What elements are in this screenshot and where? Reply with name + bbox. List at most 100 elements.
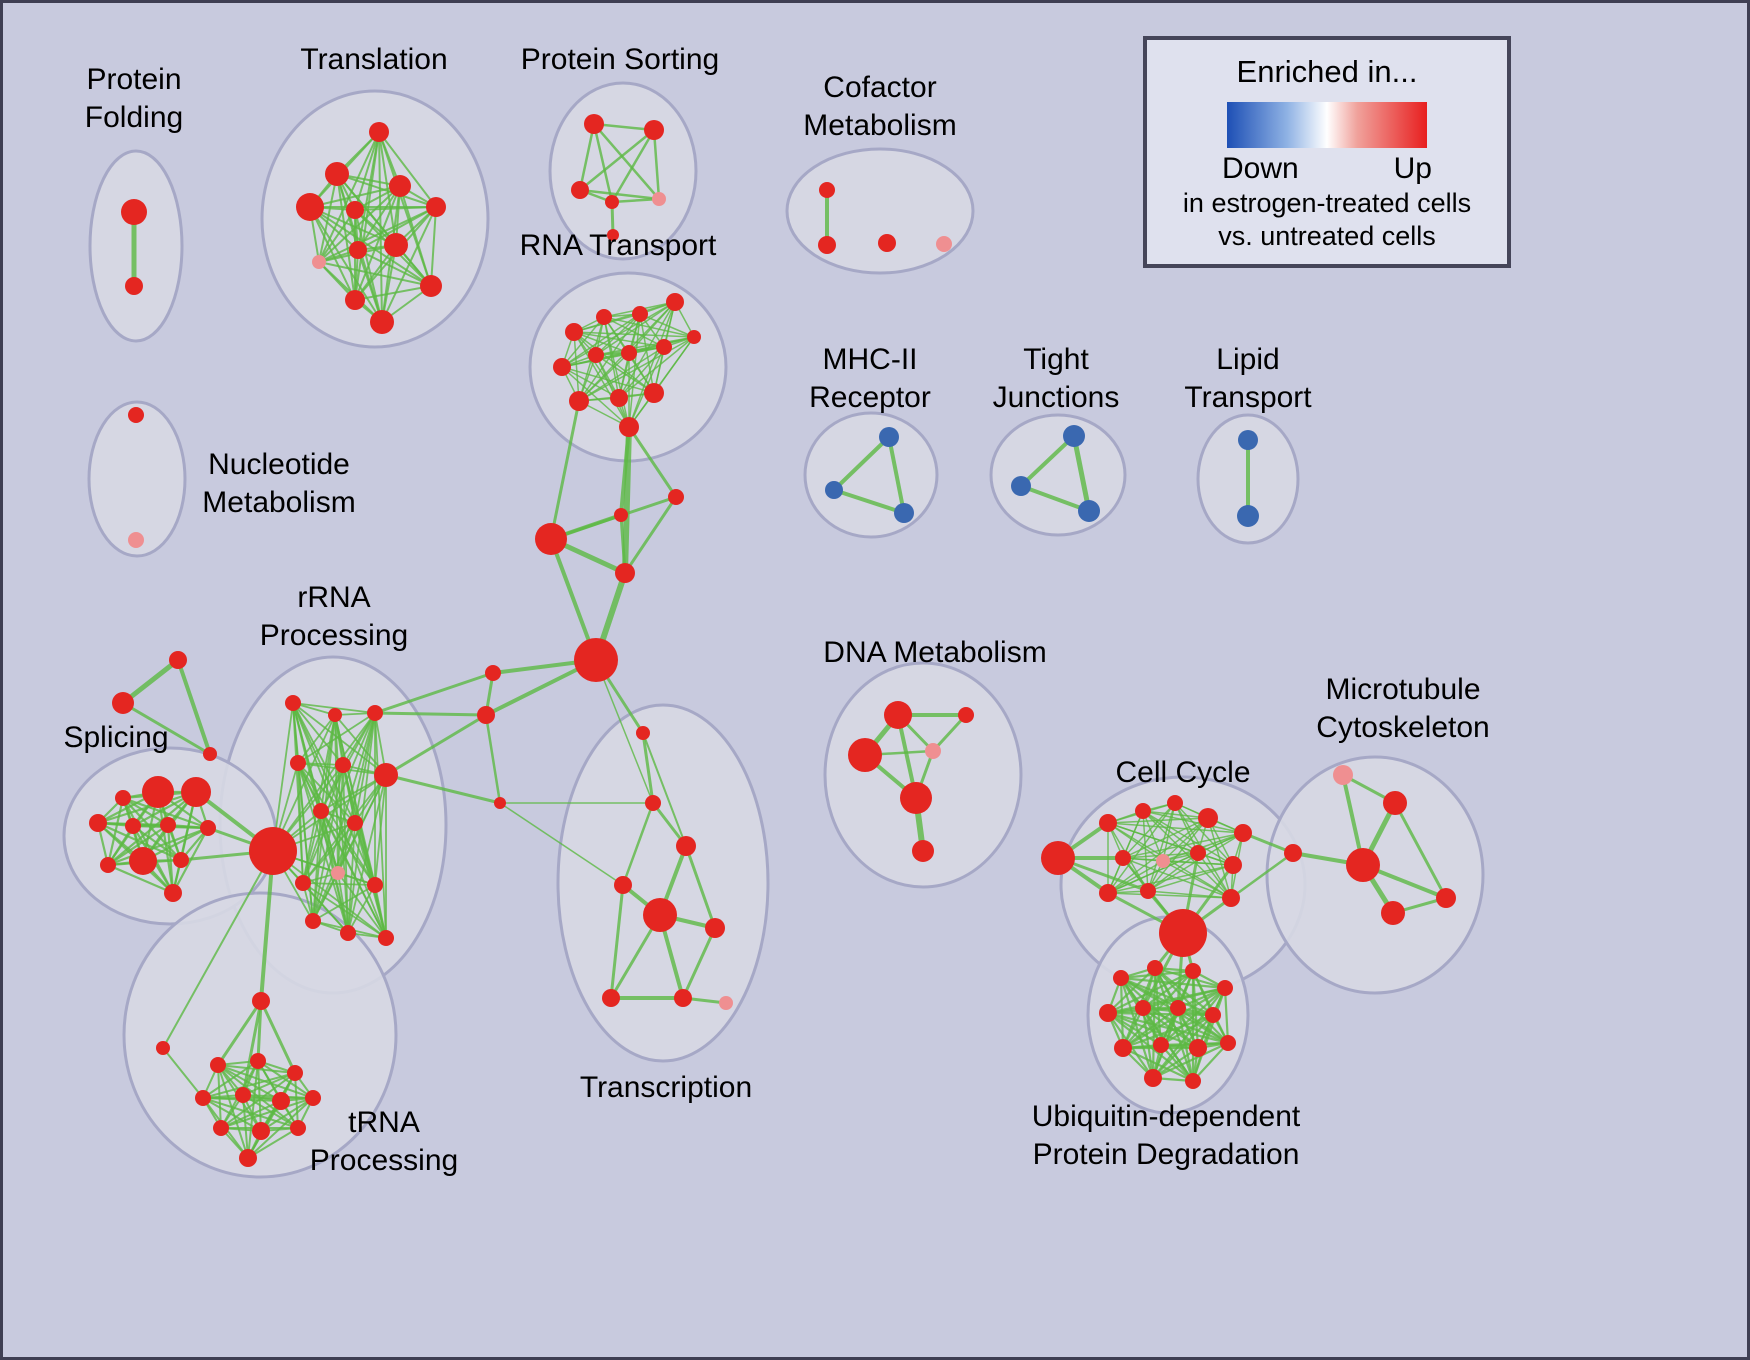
legend-subtitle-line1: in estrogen-treated cells xyxy=(1182,188,1472,218)
node-p8 xyxy=(129,847,157,875)
edge-e10-e11 xyxy=(1107,864,1234,894)
edge-q1-q9 xyxy=(272,702,294,852)
node-t4 xyxy=(346,201,364,219)
node-n1 xyxy=(128,407,144,423)
edge-p6-p11 xyxy=(166,823,175,895)
edge-q3-q4 xyxy=(297,712,376,764)
node-a12 xyxy=(239,1149,257,1167)
node-v1 xyxy=(1333,765,1353,785)
node-u7 xyxy=(1170,1000,1186,1016)
node-v6 xyxy=(1381,901,1405,925)
legend-subtitle-line2: vs. untreated cells xyxy=(1218,221,1436,251)
edge-u7-u9 xyxy=(1121,1006,1180,1050)
node-x3 xyxy=(676,836,696,856)
node-q13 xyxy=(305,913,321,929)
edge-g1-g2 xyxy=(120,657,181,706)
edge-x6-x8 xyxy=(681,926,717,1000)
node-a3 xyxy=(250,1053,266,1069)
edge-b2-b3 xyxy=(484,713,502,805)
node-q6 xyxy=(374,763,398,787)
edge-g2-g3 xyxy=(121,701,212,756)
node-e2 xyxy=(1099,814,1117,832)
edge-s1-s5 xyxy=(592,122,661,201)
node-b3 xyxy=(494,797,506,809)
edge-s1-s2 xyxy=(592,122,656,132)
edge-q5-q10 xyxy=(337,764,344,874)
cluster-label-lipid-transport: Lipid Transport xyxy=(1184,343,1312,414)
node-j1 xyxy=(1063,425,1085,447)
edge-a3-a12 xyxy=(247,1060,259,1159)
node-s6 xyxy=(607,229,619,241)
edge-s2-s5 xyxy=(652,128,661,201)
node-u1 xyxy=(1113,970,1129,986)
node-s2 xyxy=(644,120,664,140)
edge-e4-e12 xyxy=(1147,802,1176,892)
node-t5 xyxy=(389,175,411,197)
node-e12 xyxy=(1140,883,1156,899)
node-t2 xyxy=(369,122,389,142)
node-d4 xyxy=(925,743,941,759)
edge-s1-s4 xyxy=(592,122,614,204)
edge-d2-d4 xyxy=(931,713,968,753)
node-a10 xyxy=(252,1122,270,1140)
edge-t10-t11 xyxy=(354,285,432,301)
node-pf1 xyxy=(121,199,147,225)
node-q4 xyxy=(290,755,306,771)
node-p5 xyxy=(125,818,141,834)
edge-s3-s5 xyxy=(578,188,661,201)
node-a2 xyxy=(210,1057,226,1073)
node-u11 xyxy=(1189,1039,1207,1057)
cluster-label-trna-processing: tRNA Processing xyxy=(309,1106,459,1177)
cluster-label-rna-transport: RNA Transport xyxy=(519,229,717,262)
node-q1 xyxy=(285,695,301,711)
cluster-label-cell-cycle: Cell Cycle xyxy=(1115,756,1251,789)
node-h4 xyxy=(615,563,635,583)
edge-q2-q10 xyxy=(334,714,339,874)
edge-e9-e12 xyxy=(1147,852,1199,892)
cluster-label-ubiquitin-dependent-protein-degradation: Ubiquitin-dependent Protein Degradation xyxy=(1031,1100,1301,1171)
node-a8 xyxy=(305,1090,321,1106)
node-t7 xyxy=(312,255,326,269)
edge-j2-j3 xyxy=(1019,484,1091,513)
edge-t4-t7 xyxy=(318,209,356,263)
edge-r9-r10 xyxy=(578,336,695,402)
cluster-label-microtubule-cytoskeleton: Microtubule Cytoskeleton xyxy=(1316,673,1490,744)
edge-q1-q15 xyxy=(292,702,387,939)
node-q12 xyxy=(295,875,311,891)
edge-e8-e10 xyxy=(1162,860,1234,866)
node-p11 xyxy=(164,884,182,902)
node-v2 xyxy=(1383,791,1407,815)
edge-a7-a9 xyxy=(220,1100,282,1129)
node-u4 xyxy=(1217,980,1233,996)
node-x1 xyxy=(636,726,650,740)
edge-r5-r11 xyxy=(561,366,620,399)
node-r5 xyxy=(553,358,571,376)
edge-u1-u8 xyxy=(1119,976,1215,1017)
edge-e8-e11 xyxy=(1107,860,1164,894)
edge-q11-q15 xyxy=(374,884,387,939)
node-u3 xyxy=(1185,963,1201,979)
node-e4 xyxy=(1167,795,1183,811)
node-e8 xyxy=(1156,854,1170,868)
node-x6 xyxy=(705,918,725,938)
edge-s4-s5 xyxy=(610,197,661,204)
edge-q4-q13 xyxy=(297,762,314,922)
edge-t3-t9 xyxy=(309,206,397,246)
node-m1 xyxy=(879,427,899,447)
node-v3 xyxy=(1284,844,1302,862)
node-x2 xyxy=(645,795,661,811)
edge-e8-e13 xyxy=(1162,860,1232,899)
node-g2 xyxy=(112,692,134,714)
edge-q7-q11 xyxy=(320,810,376,886)
edge-u8-u9 xyxy=(1121,1013,1215,1050)
node-u14 xyxy=(1185,1073,1201,1089)
edge-e6-e7 xyxy=(1122,832,1244,859)
node-l2 xyxy=(1237,505,1259,527)
cluster-label-tight-junctions: Tight Junctions xyxy=(992,343,1120,414)
node-r12 xyxy=(644,383,664,403)
edge-q6-q7 xyxy=(320,774,387,812)
node-r13 xyxy=(619,417,639,437)
node-j2 xyxy=(1011,476,1031,496)
edge-t5-t11 xyxy=(354,185,401,301)
cluster-label-transcription: Transcription xyxy=(579,1071,753,1104)
